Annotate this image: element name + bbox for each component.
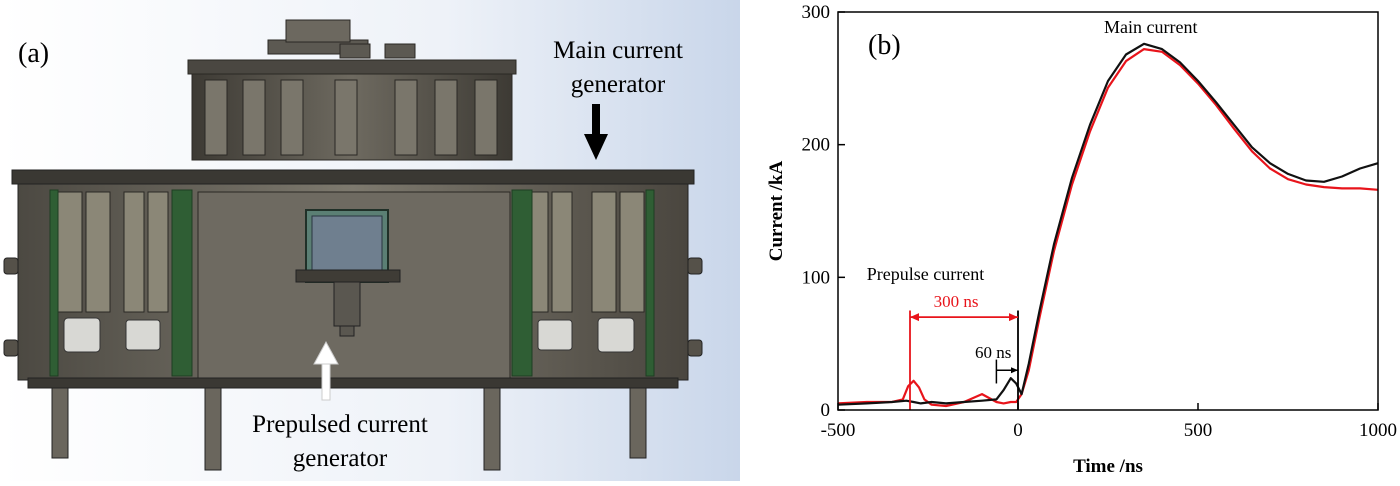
panel-b-label: (b) xyxy=(868,30,901,61)
y-tick-label: 100 xyxy=(802,267,831,288)
series-line-black xyxy=(837,42,1379,406)
prepulse-current-annotation: Prepulse current xyxy=(867,264,984,284)
panel-a-schematic: (a) Main current generator Prepulsed cur… xyxy=(0,0,740,481)
arrowhead-60 xyxy=(1011,367,1018,374)
prepulse-generator-arrow xyxy=(313,340,339,401)
generator-schematic: (a) Main current generator Prepulsed cur… xyxy=(0,0,740,481)
arrowhead-300-right xyxy=(1009,313,1018,322)
y-axis-label: Current /kA xyxy=(766,161,787,262)
main-generator-arrow xyxy=(584,104,608,160)
x-tick-label: 1000 xyxy=(1359,420,1397,441)
chart-marks xyxy=(837,42,1379,410)
prepulse-generator-label-line1: Prepulsed current xyxy=(252,411,428,438)
main-generator-label-line2: generator xyxy=(571,71,666,98)
interval-300ns-label: 300 ns xyxy=(934,292,979,311)
y-tick-label: 300 xyxy=(802,2,831,23)
prepulse-generator-label-line2: generator xyxy=(293,445,388,472)
generator-body xyxy=(3,169,703,381)
x-tick-label: 0 xyxy=(1013,420,1023,441)
arrowhead-300-left xyxy=(910,313,919,322)
x-axis-label: Time /ns xyxy=(1073,456,1143,477)
generator-legs xyxy=(27,377,679,471)
interval-60ns-label: 60 ns xyxy=(975,343,1011,362)
series-line-red xyxy=(837,48,1379,408)
main-generator-label-line1: Main current xyxy=(553,37,683,64)
x-tick-label: 500 xyxy=(1184,420,1213,441)
x-tick-label: -500 xyxy=(821,420,856,441)
plot-frame xyxy=(837,11,1379,411)
main-current-annotation: Main current xyxy=(1104,17,1197,37)
panel-a-label: (a) xyxy=(18,38,49,69)
y-tick-label: 0 xyxy=(821,400,831,421)
y-tick-label: 200 xyxy=(802,135,831,156)
main-generator-tank xyxy=(187,19,517,161)
